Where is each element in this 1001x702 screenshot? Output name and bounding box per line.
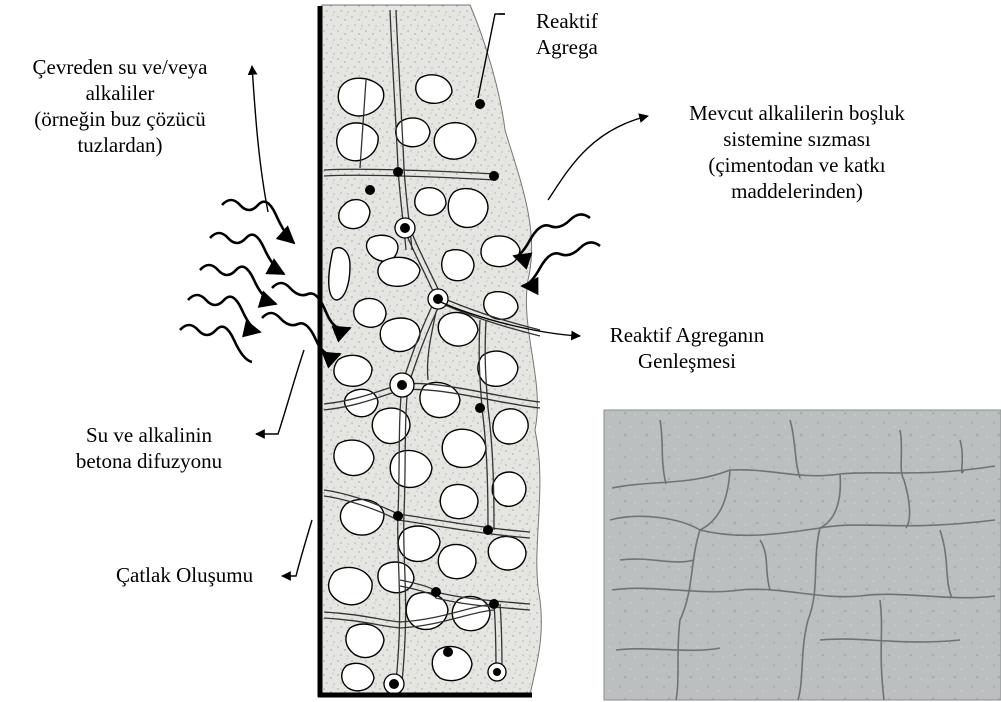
label-crack-formation: Çatlak Oluşumu — [116, 562, 253, 588]
label-line: Çevreden su ve/veya — [4, 54, 236, 80]
label-line: betona difuzyonu — [54, 448, 244, 474]
label-line: Genleşmesi — [582, 348, 792, 374]
label-line: (çimentodan ve katkı — [652, 152, 942, 178]
label-reactive-aggregate: Reaktif Agrega — [536, 8, 598, 60]
cracked-concrete-photo — [604, 410, 1001, 700]
label-expansion: Reaktif Agreganın Genleşmesi — [582, 322, 792, 374]
label-line: maddelerinden) — [652, 178, 942, 204]
label-line: (örneğin buz çözücü — [4, 106, 236, 132]
label-line: sistemine sızması — [652, 126, 942, 152]
label-line: Su ve alkalinin — [54, 422, 244, 448]
label-line: tuzlardan) — [4, 132, 236, 158]
label-line: Çatlak Oluşumu — [116, 562, 253, 588]
label-environment-water: Çevreden su ve/veya alkaliler (örneğin b… — [4, 54, 236, 158]
label-line: Agrega — [536, 34, 598, 60]
label-pore-leak: Mevcut alkalilerin boşluk sistemine sızm… — [652, 100, 942, 204]
label-diffusion: Su ve alkalinin betona difuzyonu — [54, 422, 244, 474]
label-line: Mevcut alkalilerin boşluk — [652, 100, 942, 126]
label-line: Reaktif — [536, 8, 598, 34]
label-line: Reaktif Agreganın — [582, 322, 792, 348]
label-line: alkaliler — [4, 80, 236, 106]
